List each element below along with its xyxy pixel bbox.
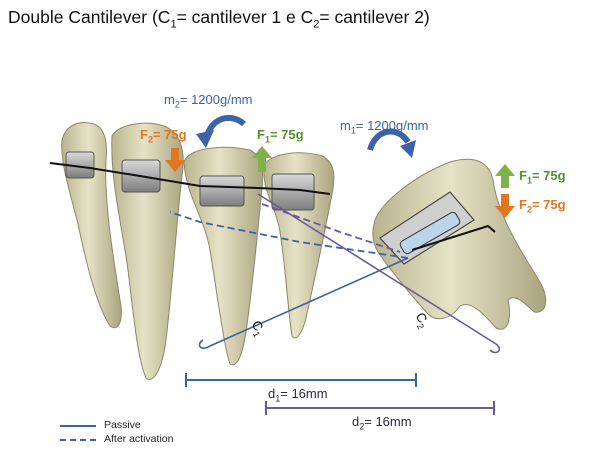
molar-archwire — [411, 224, 496, 251]
title-mid: = cantilever 1 e C — [176, 7, 314, 27]
moment-m2-label: m2= 1200g/mm — [164, 92, 253, 110]
brackets-group — [65, 151, 475, 265]
legend-passive-label: Passive — [104, 419, 141, 431]
moment-m1-arrow — [367, 128, 411, 152]
force-f2-left-arrow — [165, 148, 185, 172]
molar-tube-slot — [399, 211, 461, 255]
cantilever-2-passive — [257, 193, 501, 354]
title-suffix: = cantilever 2) — [319, 7, 430, 27]
distance-d2-label: d2= 16mm — [352, 414, 412, 432]
cantilever-1-passive — [198, 257, 409, 349]
title-sub-2: 2 — [313, 18, 320, 31]
moment-m2-arrow — [203, 114, 246, 141]
force-f1-right-arrow — [495, 164, 515, 188]
tooth-molar — [372, 158, 547, 330]
title-prefix: Double Cantilever (C — [8, 7, 171, 27]
force-f2-left-label: F2= 75g — [140, 127, 187, 145]
bracket-center-left — [199, 175, 245, 207]
moment-m1-arrowhead — [400, 140, 416, 158]
diagram-title: Double Cantilever (C1= cantilever 1 e C2… — [8, 7, 430, 31]
force-f1-left-arrow — [252, 146, 272, 172]
moment-m1-label: m1= 1200g/mm — [340, 118, 429, 136]
force-f1-left-label: F1= 75g — [257, 127, 304, 145]
distance-d1-line — [185, 373, 417, 387]
cantilever-2-activated — [261, 203, 401, 253]
force-f2-right-arrow — [495, 194, 515, 218]
moment-m2-arrowhead — [196, 130, 214, 148]
force-f1-right-label: F1= 75g — [519, 168, 566, 186]
legend-after-activation-label: After activation — [104, 433, 174, 445]
force-f2-right-label: F2= 75g — [519, 197, 566, 215]
main-archwire — [49, 162, 331, 195]
title-sub-1: 1 — [170, 18, 177, 31]
distance-d1-label: d1= 16mm — [268, 386, 328, 404]
cantilever-1-activated — [169, 211, 409, 259]
distance-d2-line — [265, 401, 495, 415]
